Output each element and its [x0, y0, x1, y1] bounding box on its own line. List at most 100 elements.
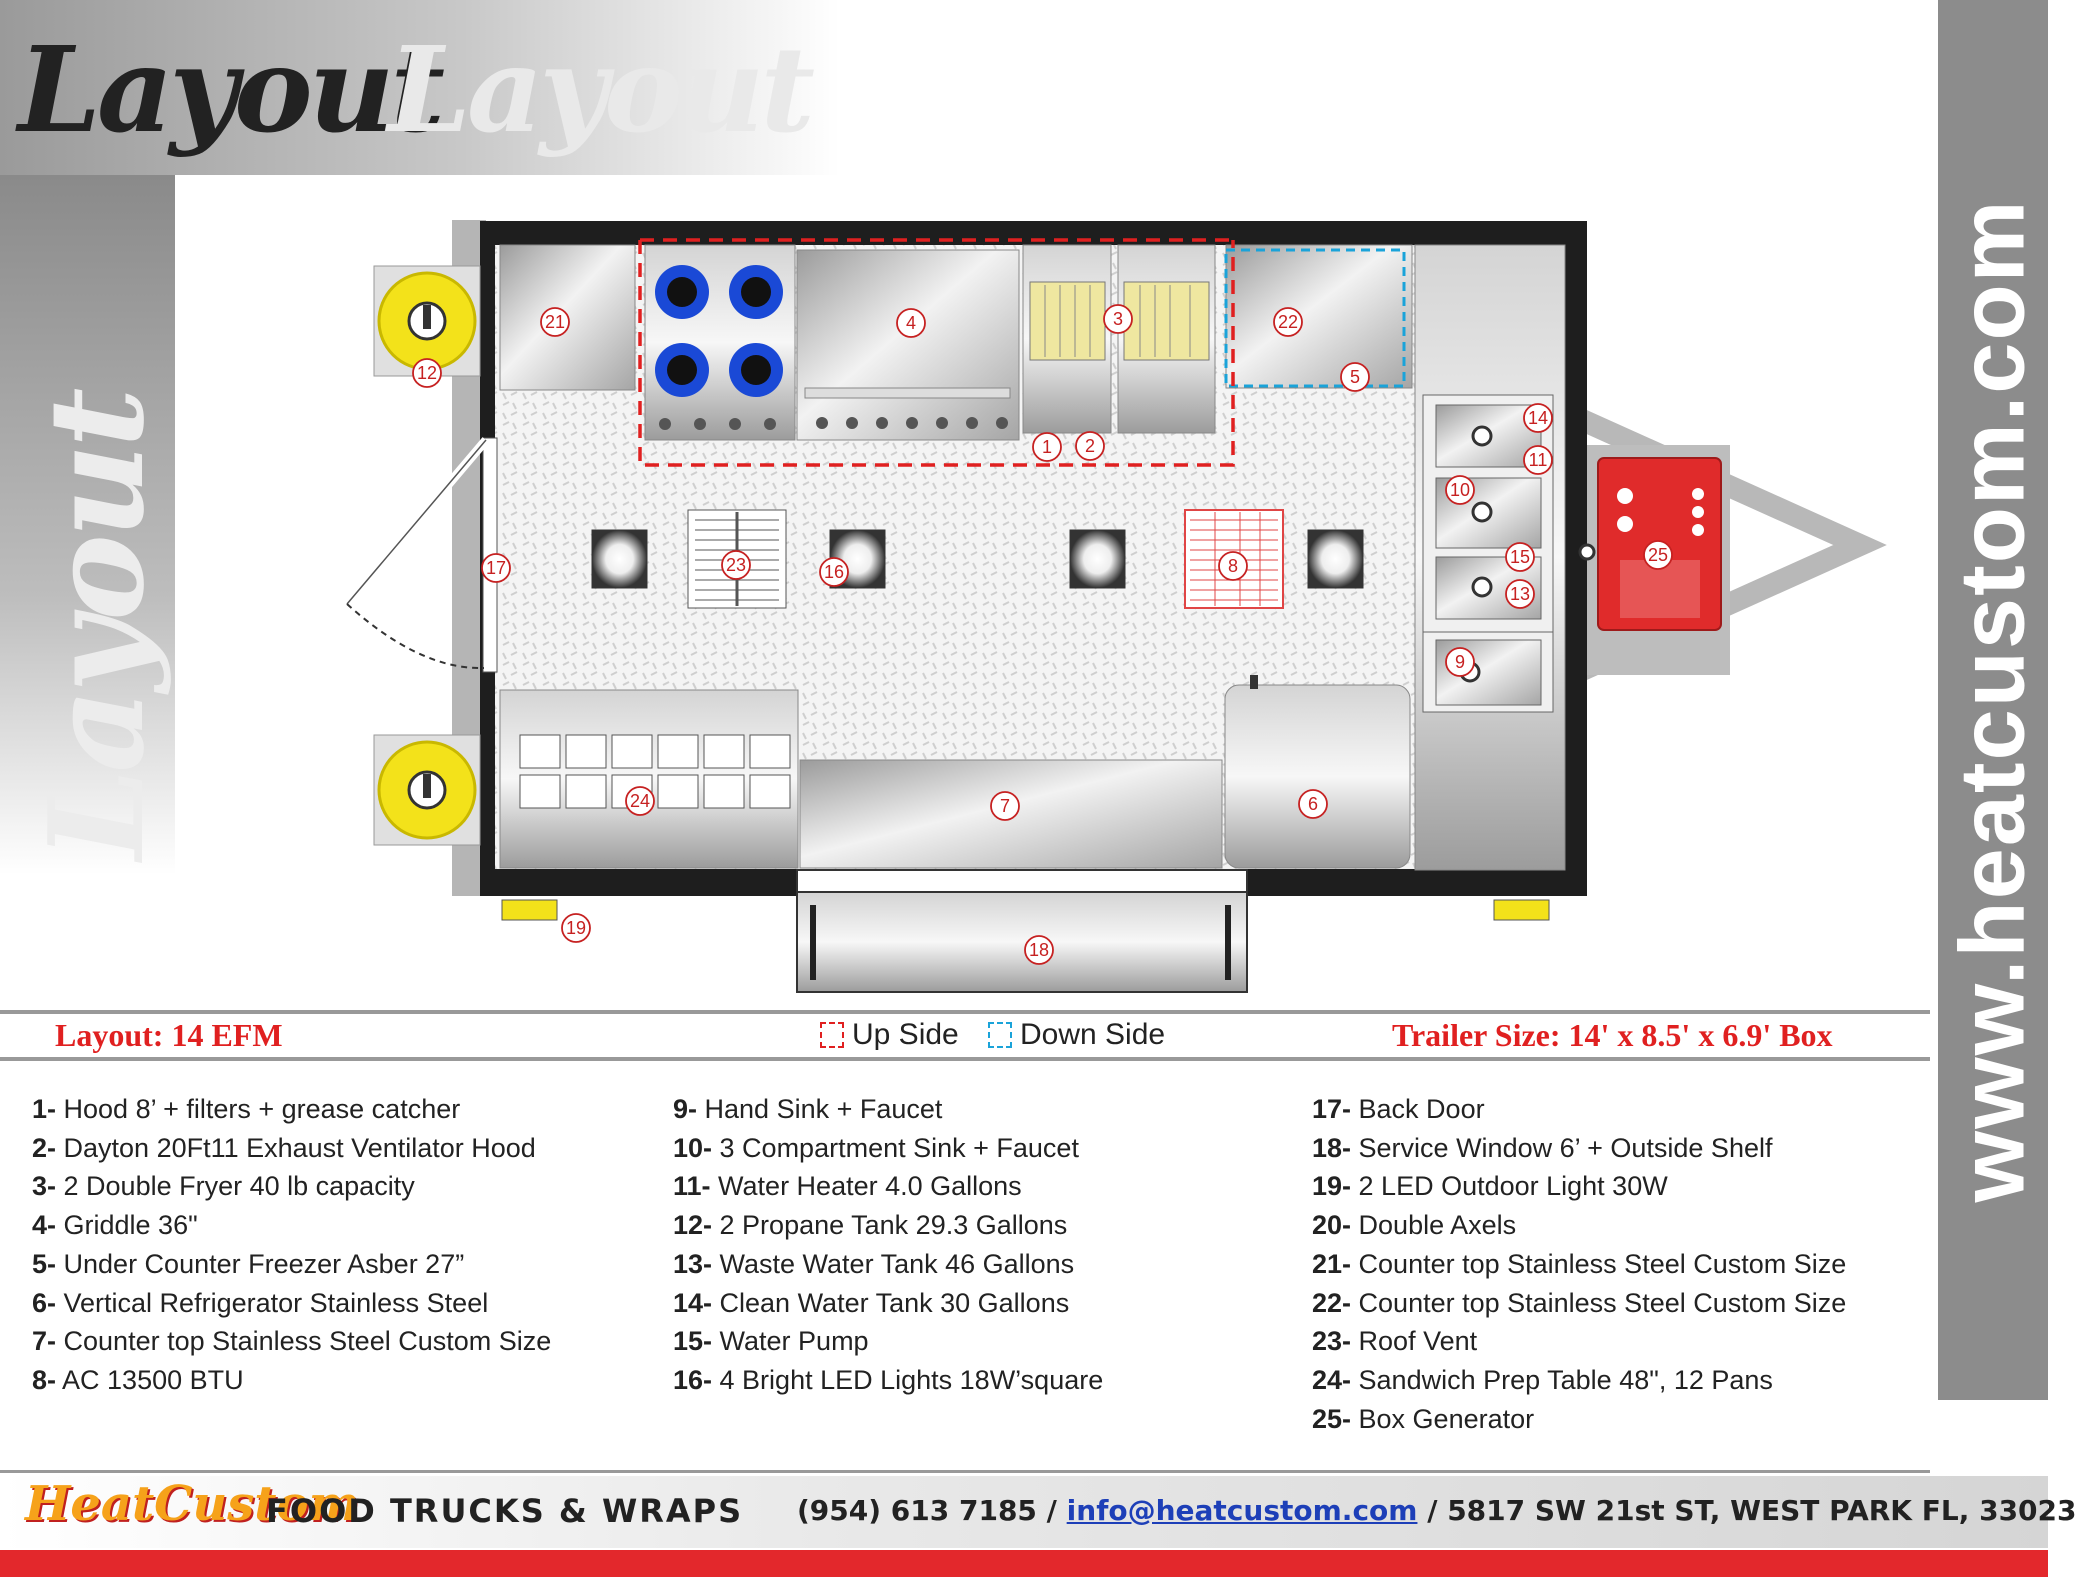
led-light-3 — [1069, 529, 1126, 589]
item-number: 7- — [32, 1326, 57, 1357]
marker-label-10: 10 — [1450, 480, 1470, 500]
item-number: 18- — [1312, 1132, 1352, 1163]
item-number: 24- — [1312, 1364, 1352, 1395]
marker-circle-18 — [1024, 935, 1054, 965]
trailer-size-label: Trailer Size: 14' x 8.5' x 6.9' Box — [1392, 1017, 1833, 1053]
item-text: 2 LED Outdoor Light 30W — [1351, 1171, 1668, 1202]
item-number: 10- — [673, 1132, 713, 1163]
phone-number: (954) 613 7185 — [797, 1494, 1037, 1527]
item-text: Double Axels — [1351, 1210, 1517, 1241]
list-item: 21- Counter top Stainless Steel Custom S… — [1312, 1245, 1846, 1284]
list-item: 12- 2 Propane Tank 29.3 Gallons — [673, 1206, 1103, 1245]
marker-label-14: 14 — [1528, 408, 1548, 428]
brand-tagline: FOOD TRUCKS & WRAPS — [266, 1492, 744, 1530]
header-background — [0, 0, 840, 175]
right-gray-band — [1938, 0, 2048, 1400]
item-text: Counter top Stainless Steel Custom Size — [1351, 1248, 1847, 1279]
item-number: 12- — [673, 1210, 713, 1241]
counter-top-22 — [1225, 244, 1413, 389]
item-number: 21- — [1312, 1248, 1352, 1279]
double-fryers — [1022, 244, 1216, 434]
marker-label-7: 7 — [1000, 796, 1010, 816]
item-text: Water Heater 4.0 Gallons — [710, 1171, 1022, 1202]
marker-label-11: 11 — [1529, 450, 1548, 470]
marker-circle-4 — [896, 308, 926, 338]
page-title: Layout — [18, 20, 445, 159]
list-item: 6- Vertical Refrigerator Stainless Steel — [32, 1284, 551, 1323]
website-vertical[interactable]: www.heatcustom.com — [1938, 0, 2048, 1400]
list-item: 13- Waste Water Tank 46 Gallons — [673, 1245, 1103, 1284]
item-text: 3 Compartment Sink + Faucet — [712, 1132, 1079, 1163]
item-text: Hood 8’ + filters + grease catcher — [56, 1094, 461, 1124]
marker-label-19: 19 — [566, 918, 586, 938]
list-item: 24- Sandwich Prep Table 48", 12 Pans — [1312, 1361, 1846, 1400]
list-item: 19- 2 LED Outdoor Light 30W — [1312, 1167, 1846, 1206]
led-light-4 — [1307, 529, 1364, 589]
marker-circle-6 — [1298, 789, 1328, 819]
item-number: 1- — [32, 1094, 57, 1124]
item-text: Counter top Stainless Steel Custom Size — [56, 1326, 552, 1357]
marker-circle-16 — [819, 557, 849, 587]
marker-label-21: 21 — [545, 312, 565, 332]
marker-circle-9 — [1445, 647, 1475, 677]
marker-circle-13 — [1505, 579, 1535, 609]
vertical-refrigerator — [1224, 675, 1411, 869]
marker-label-2: 2 — [1085, 436, 1095, 456]
propane-tank-bottom — [373, 734, 481, 846]
marker-label-1: 1 — [1042, 437, 1052, 457]
marker-circle-11 — [1523, 445, 1553, 475]
legend-down-text: Down Side — [1020, 1018, 1166, 1051]
marker-label-12: 12 — [417, 363, 437, 383]
item-number: 13- — [673, 1248, 713, 1279]
item-text: AC 13500 BTU — [56, 1364, 244, 1395]
marker-circle-22 — [1273, 307, 1303, 337]
list-item: 15- Water Pump — [673, 1322, 1103, 1361]
marker-circle-8 — [1218, 551, 1248, 581]
list-item: 7- Counter top Stainless Steel Custom Si… — [32, 1322, 551, 1361]
item-list-col-1: 1- Hood 8’ + filters + grease catcher 2- … — [32, 1090, 551, 1400]
website-text: www.heatcustom.com — [1941, 198, 2044, 1202]
marker-label-23: 23 — [726, 555, 746, 575]
marker-label-9: 9 — [1455, 652, 1465, 672]
legend-down-side: Down Side — [988, 1018, 1165, 1052]
marker-circle-25 — [1643, 540, 1673, 570]
item-number: 23- — [1312, 1326, 1352, 1357]
list-item: 3- 2 Double Fryer 40 lb capacity — [32, 1167, 551, 1206]
divider-bottom — [0, 1057, 1930, 1061]
legend-up-swatch — [820, 1022, 844, 1048]
list-item: 5- Under Counter Freezer Asber 27” — [32, 1245, 551, 1284]
marker-circle-12 — [412, 358, 442, 388]
list-item: 4- Griddle 36" — [32, 1206, 551, 1245]
griddle — [796, 249, 1020, 441]
page-title-shadow: Layout — [388, 20, 815, 159]
item-text: Back Door — [1351, 1094, 1485, 1124]
marker-label-3: 3 — [1113, 309, 1123, 329]
email-link[interactable]: info@heatcustom.com — [1066, 1494, 1418, 1527]
marker-label-18: 18 — [1029, 940, 1049, 960]
up-side-outline — [638, 240, 1235, 467]
list-item: 2- Dayton 20Ft11 Exhaust Ventilator Hood — [32, 1129, 551, 1168]
list-item: 16- 4 Bright LED Lights 18W’square — [673, 1361, 1103, 1400]
list-item: 14- Clean Water Tank 30 Gallons — [673, 1284, 1103, 1323]
list-item: 10- 3 Compartment Sink + Faucet — [673, 1129, 1103, 1168]
marker-label-15: 15 — [1510, 547, 1530, 567]
propane-tank-top — [373, 265, 481, 377]
item-number: 25- — [1312, 1403, 1352, 1434]
marker-label-8: 8 — [1228, 556, 1238, 576]
item-text: Hand Sink + Faucet — [697, 1094, 943, 1124]
down-side-outline — [1224, 248, 1406, 388]
list-item: 25- Box Generator — [1312, 1400, 1846, 1439]
item-text: Counter top Stainless Steel Custom Size — [1351, 1287, 1847, 1318]
marker-circle-10 — [1445, 475, 1475, 505]
item-text: Box Generator — [1351, 1403, 1535, 1434]
marker-label-5: 5 — [1350, 367, 1360, 387]
service-window — [796, 869, 1248, 993]
page-title-vertical: Layout — [20, 391, 173, 860]
legend-down-swatch — [988, 1022, 1012, 1048]
marker-circle-17 — [481, 553, 511, 583]
item-text: Water Pump — [712, 1326, 869, 1357]
item-number: 8- — [32, 1364, 57, 1395]
item-number: 3- — [32, 1171, 57, 1202]
